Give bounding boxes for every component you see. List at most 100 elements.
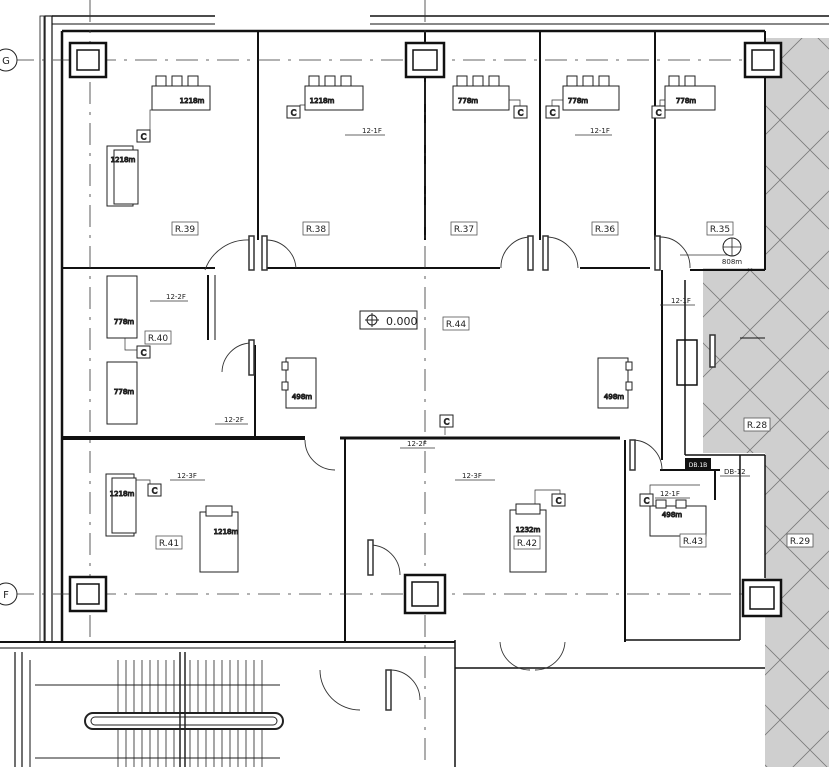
panel-label: DB.1B xyxy=(689,462,708,469)
svg-text:R.43: R.43 xyxy=(683,537,703,547)
equipment-unit: 1218m xyxy=(199,505,239,573)
room-tag-r42: R.42 xyxy=(513,535,541,550)
equipment-unit: 778m xyxy=(452,75,510,111)
room-tag-r29: R.29 xyxy=(786,533,814,548)
svg-text:R.44: R.44 xyxy=(446,320,467,330)
room-tag-r38: R.38 xyxy=(302,221,330,236)
fixture-c: C xyxy=(651,105,666,119)
svg-text:C: C xyxy=(644,497,650,506)
equipment-unit: 498m xyxy=(649,499,707,537)
level-value: 0.000 xyxy=(386,315,418,328)
circuit-tag: 12-1F xyxy=(655,490,690,499)
room-tag-r39: R.39 xyxy=(171,221,199,236)
fixture-c: C xyxy=(551,493,566,507)
svg-text:12-1F: 12-1F xyxy=(660,490,680,498)
circuit-tag: DB-12 xyxy=(720,468,750,477)
equipment-unit: 1218m xyxy=(304,75,364,111)
svg-text:C: C xyxy=(656,109,662,118)
fan-symbol: 808m xyxy=(722,237,742,266)
axis-lines xyxy=(12,0,760,767)
equipment-unit: 778m xyxy=(562,75,620,111)
adjacent-hatched-zone xyxy=(703,38,829,767)
doors xyxy=(204,235,716,711)
svg-text:C: C xyxy=(518,109,524,118)
axis-bubble-f: F xyxy=(0,582,18,606)
svg-text:C: C xyxy=(152,487,158,496)
svg-text:778m: 778m xyxy=(568,97,588,105)
column xyxy=(404,41,446,79)
fixture-c: C xyxy=(136,345,151,359)
svg-text:12-1F: 12-1F xyxy=(671,297,691,305)
room-tag-r41: R.41 xyxy=(155,535,183,550)
column xyxy=(741,578,783,618)
svg-text:12-3F: 12-3F xyxy=(177,472,197,480)
staircase xyxy=(35,652,284,767)
axis-label-f: F xyxy=(3,590,9,601)
svg-text:12-2F: 12-2F xyxy=(224,416,244,424)
structural-columns xyxy=(68,41,783,618)
svg-text:778m: 778m xyxy=(676,97,696,105)
column xyxy=(68,41,108,79)
svg-text:12-1F: 12-1F xyxy=(362,127,382,135)
circuit-tag: 12-2F xyxy=(215,416,248,425)
svg-text:12-2F: 12-2F xyxy=(166,293,186,301)
circuit-tag: 12-2F xyxy=(150,293,188,302)
room-tag-r43: R.43 xyxy=(679,533,707,548)
room-tag-r37: R.37 xyxy=(450,221,478,236)
axis-bubble-g: G xyxy=(0,48,18,72)
svg-text:R.38: R.38 xyxy=(306,225,327,235)
svg-text:778m: 778m xyxy=(458,97,478,105)
svg-text:R.37: R.37 xyxy=(454,225,474,235)
room-tag-r28: R.28 xyxy=(743,417,771,432)
svg-text:12-2F: 12-2F xyxy=(407,440,427,448)
circuit-tag: 12-1F xyxy=(345,127,385,136)
svg-text:R.29: R.29 xyxy=(790,537,811,547)
column xyxy=(743,41,783,79)
circuit-tag: 12-3F xyxy=(455,472,495,481)
equipment-unit: 498m xyxy=(597,357,633,409)
svg-text:C: C xyxy=(556,497,562,506)
svg-text:R.36: R.36 xyxy=(595,225,616,235)
equipment-units: 1218m 1218m 778m 778m 778m 1218m 778m 77… xyxy=(105,75,716,573)
fixture-c: C xyxy=(639,493,654,507)
axis-label-g: G xyxy=(2,56,10,67)
svg-text:C: C xyxy=(550,109,556,118)
svg-text:C: C xyxy=(141,349,147,358)
svg-text:R.28: R.28 xyxy=(747,421,768,431)
fixture-c: C xyxy=(286,105,301,119)
svg-text:778m: 778m xyxy=(114,388,134,396)
level-marker: 0.000 xyxy=(359,310,418,330)
fixture-c: C xyxy=(136,129,151,143)
fan-label: 808m xyxy=(722,258,742,266)
room-tags: R.39 R.38 R.37 R.36 R.35 R.40 R.44 R.41 … xyxy=(144,221,814,550)
svg-text:1218m: 1218m xyxy=(214,528,239,536)
svg-text:498m: 498m xyxy=(292,393,312,401)
column xyxy=(403,573,447,615)
room-tag-r35: R.35 xyxy=(706,221,734,236)
distribution-panel: DB.1B xyxy=(685,458,711,470)
circuit-tag: 12-3F xyxy=(170,472,205,481)
svg-text:C: C xyxy=(444,418,450,427)
equipment-unit: 1218m xyxy=(106,145,139,207)
svg-text:1218m: 1218m xyxy=(111,156,136,164)
svg-text:R.42: R.42 xyxy=(517,539,537,549)
equipment-unit: 778m xyxy=(664,75,716,111)
svg-text:R.35: R.35 xyxy=(710,225,730,235)
room-tag-r40: R.40 xyxy=(144,330,172,345)
fixture-c: C xyxy=(513,105,528,119)
equipment-unit: 778m xyxy=(106,275,138,339)
svg-text:498m: 498m xyxy=(662,511,682,519)
svg-text:1232m: 1232m xyxy=(516,526,541,534)
svg-text:C: C xyxy=(141,133,147,142)
svg-text:1218m: 1218m xyxy=(180,97,205,105)
fixture-c: C xyxy=(147,483,162,497)
room-tag-r36: R.36 xyxy=(591,221,619,236)
equipment-unit: 498m xyxy=(281,357,317,409)
svg-text:778m: 778m xyxy=(114,318,134,326)
svg-text:C: C xyxy=(291,109,297,118)
svg-text:1218m: 1218m xyxy=(310,97,335,105)
svg-text:R.41: R.41 xyxy=(159,539,179,549)
fixtures: C C C C C C C C C C xyxy=(136,105,666,507)
circuit-labels: 12-1F 12-1F 12-2F 12-1F 12-2F 12-3F 12-2… xyxy=(150,127,750,499)
